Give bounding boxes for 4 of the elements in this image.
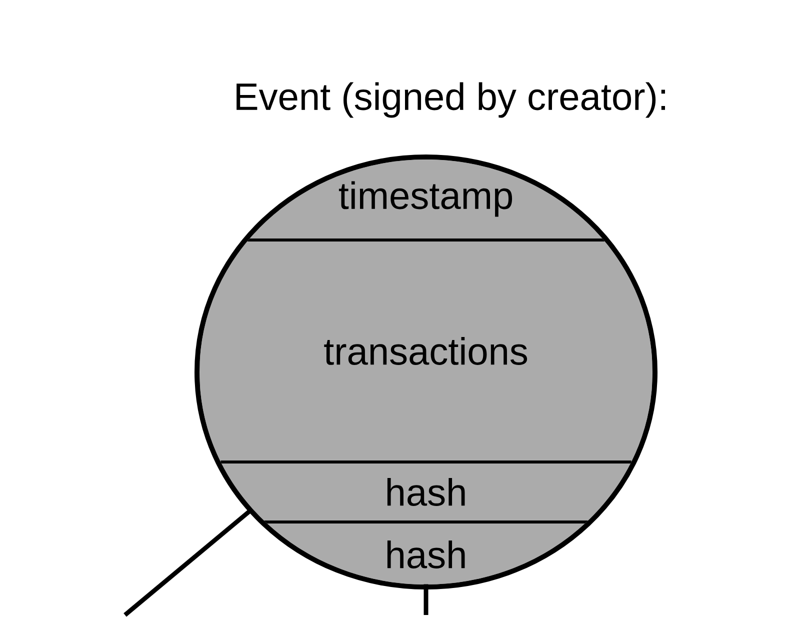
band: hash <box>220 460 632 521</box>
title: Event (signed by creator): <box>236 82 665 118</box>
connector-line <box>424 584 428 615</box>
connector-line <box>124 508 252 617</box>
